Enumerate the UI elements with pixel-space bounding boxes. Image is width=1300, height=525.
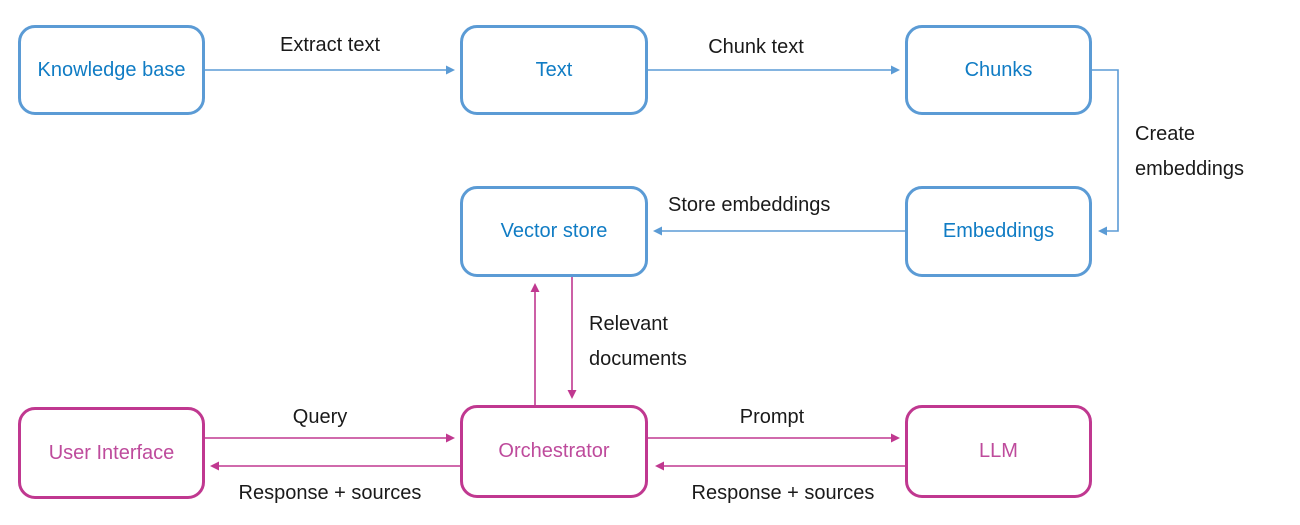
node-vector-store-label: Vector store <box>500 220 608 242</box>
node-chunks: Chunks <box>905 25 1092 115</box>
node-embeddings: Embeddings <box>905 186 1092 277</box>
node-llm: LLM <box>905 405 1092 498</box>
edge-label-create-embeddings: Create embeddings <box>1135 123 1244 180</box>
node-user-interface: User Interface <box>18 407 205 499</box>
edge-label-prompt: Prompt <box>739 406 805 428</box>
node-text-label: Text <box>535 58 573 81</box>
node-llm-label: LLM <box>979 440 1018 462</box>
node-embeddings-label: Embeddings <box>942 220 1055 242</box>
node-knowledge-base-label: Knowledge base <box>37 58 186 81</box>
edge-label-chunk-text: Chunk text <box>708 36 804 58</box>
edge-label-query: Query <box>292 406 348 428</box>
edge-label-extract-text: Extract text <box>279 34 381 56</box>
edge-label-relevant-documents: Relevant documents <box>589 313 687 370</box>
edge-label-response-sources-ui: Response + sources <box>238 482 422 504</box>
node-orchestrator-label: Orchestrator <box>498 440 610 462</box>
edge-label-store-embeddings: Store embeddings <box>668 194 831 216</box>
node-knowledge-base: Knowledge base <box>18 25 205 115</box>
node-user-interface-label: User Interface <box>48 441 175 464</box>
node-text: Text <box>460 25 648 115</box>
node-chunks-label: Chunks <box>964 58 1033 81</box>
edge-label-response-sources-llm: Response + sources <box>691 482 875 504</box>
create-embeddings-arrow <box>1092 69 1119 236</box>
node-orchestrator: Orchestrator <box>460 405 648 498</box>
node-vector-store: Vector store <box>460 186 648 277</box>
